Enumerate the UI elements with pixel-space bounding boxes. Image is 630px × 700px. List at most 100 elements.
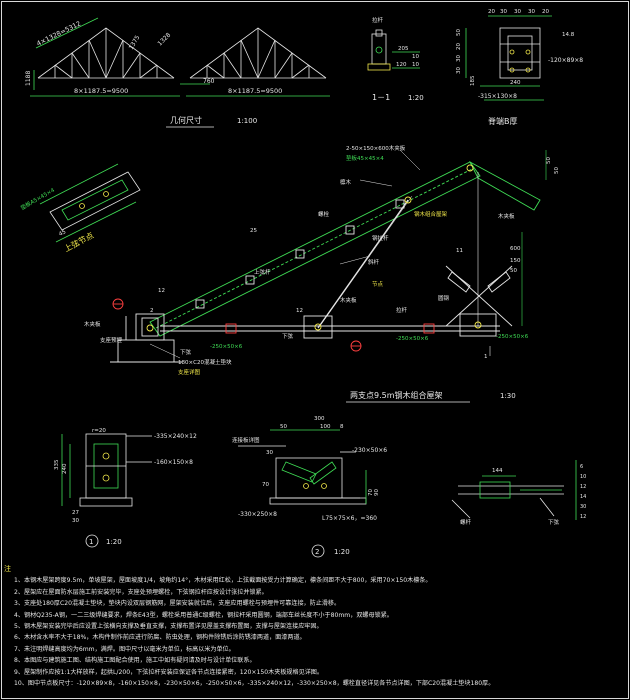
truss-dim-600: 600 — [510, 246, 521, 252]
truss-scale: 1:30 — [500, 392, 516, 400]
truss-dim-150: 150 — [510, 258, 521, 264]
section11-d2: 10 — [412, 54, 419, 60]
geo-dim-inner-1: 1375 — [128, 34, 142, 51]
detail2-angle: L75×75×6，=360 — [322, 515, 377, 522]
detail-3 — [451, 460, 577, 520]
detail2-marker — [311, 544, 325, 558]
note-line: 2、屋架应在屋面防水层施工前安装完毕，支座处预埋螺栓，下弦钢拉杆应按设计张拉并锁… — [14, 588, 268, 596]
truss-dim-50b: 50 — [554, 167, 560, 174]
geo-dim-bottom-left: 8×1187.5=9500 — [74, 87, 128, 95]
truss-label-bolt: 螺栓 — [318, 210, 330, 218]
section11-scale: 1:20 — [408, 94, 424, 102]
section11-d4: 10 — [412, 62, 419, 68]
section11-top-label: 拉杆 — [372, 16, 384, 24]
truss-label-top-r: 木夹板 — [498, 212, 515, 220]
detail3-dim: 6 — [580, 464, 583, 470]
detail3-dim: 12 — [580, 514, 586, 520]
detail2-dim-70: 70 — [368, 489, 374, 496]
main-truss — [110, 149, 547, 363]
detail3-dim: 12 — [580, 484, 586, 490]
detail1-dim-27: 27 — [72, 510, 79, 516]
truss-dim-11: 11 — [456, 248, 463, 254]
detail3-dim: 10 — [580, 474, 586, 480]
truss-label-steel: 钢拉杆 — [372, 234, 389, 242]
truss-label-support: 支座详图 — [178, 368, 201, 376]
note-line: 7、未注明焊缝高度均为6mm，满焊。图中尺寸以毫米为单位，标高以米为单位。 — [14, 645, 235, 653]
detail3-dim-144: 144 — [492, 468, 503, 474]
truss-note-1: 2-50×150×600木夹板 — [346, 144, 406, 152]
detail2-dim-100: 100 — [320, 424, 331, 430]
note-line: 9、屋架制作应按1:1大样放样，起拱L/200，下弦拉杆安装应保证各节点连接紧密… — [14, 668, 323, 676]
detail1-scale: 1:20 — [106, 538, 122, 546]
truss-dim-50a: 50 — [546, 157, 552, 164]
detail-2 — [238, 429, 367, 505]
geometry-diagram — [30, 17, 330, 97]
geo-dim-bottom-right: 8×1187.5=9500 — [228, 87, 282, 95]
ridge-dim-top: 30 — [514, 9, 521, 15]
detail3-dim: 14 — [580, 494, 586, 500]
section-1-1 — [367, 29, 420, 71]
ridge-detail — [465, 15, 552, 101]
truss-label-cbt: 拉杆 — [396, 306, 408, 314]
upper-chord-detail — [39, 163, 141, 243]
detail2-dim-8: 8 — [340, 424, 344, 430]
truss-label-d: 斜杆 — [368, 258, 380, 266]
detail1-plate-a: -335×240×12 — [154, 433, 197, 440]
truss-label-chord: 下弦 — [180, 348, 192, 356]
detail2-conn: 连接板详图 — [232, 436, 260, 444]
detail2-bot-plate: -330×250×8 — [238, 511, 277, 518]
truss-dim-25: 25 — [250, 228, 257, 234]
geo-dim-height: 1188 — [25, 71, 32, 86]
ridge-dim-185: 185 — [470, 75, 476, 86]
detail2-number: 2 — [315, 548, 319, 556]
section11-d3: 120 — [396, 62, 407, 68]
detail2-dim-30: 30 — [266, 450, 273, 456]
ridge-dim-1: 14.8 — [562, 32, 575, 38]
detail1-dim-30: 30 — [72, 518, 79, 524]
truss-label-anchor: 支座预埋 — [100, 336, 123, 344]
ridge-plate-1: -120×89×8 — [548, 57, 583, 64]
geo-dim-top: 4×1328=5312 — [35, 20, 82, 48]
truss-label-mid: 节点 — [372, 280, 384, 288]
note-line: 6、木材含水率不大于18%，木构件制作前应进行防腐、防虫处理，钢构件除锈后涂防锈… — [14, 634, 306, 642]
geometry-title: 几何尺寸 — [170, 115, 202, 125]
ridge-dim-left: 50 — [456, 29, 462, 36]
section11-title: 1－1 — [372, 93, 390, 102]
truss-dim-2: 2 — [150, 308, 154, 314]
detail3-label-right: 下弦 — [548, 518, 560, 526]
section11-d1: 205 — [398, 46, 409, 52]
note-line: 1、本钢木屋架跨度9.5m，单坡屋架，屋面坡度1/4，坡角约14°，木材采用红松… — [14, 577, 432, 585]
truss-dim-1b: 1 — [484, 354, 488, 360]
truss-label-r2: 钢木组合屋架 — [414, 210, 448, 218]
note-line: 10、图中节点板尺寸：-120×89×8，-160×150×8，-230×50×… — [14, 680, 495, 688]
detail2-dim-300: 300 — [314, 416, 325, 422]
truss-label-upper: 上弦杆 — [254, 268, 271, 276]
detail2-dim-70b: 70 — [262, 482, 269, 488]
detail3-dims: 6 10 12 14 30 12 — [580, 464, 586, 520]
detail1-plate-b: -160×150×8 — [154, 459, 193, 466]
detail1-dim-240: 240 — [62, 463, 68, 474]
notes-heading: 注 — [4, 565, 11, 573]
truss-dim-12b: 12 — [296, 308, 303, 314]
truss-dim-50: 50 — [510, 268, 517, 274]
detail2-dim-50: 50 — [280, 424, 287, 430]
ridge-dim-top: 20 — [542, 9, 549, 15]
upper-detail-dim: 45 — [58, 229, 67, 238]
note-line: 4、钢材Q235-A钢，一二三级焊缝要求，焊条E43型，螺栓采用普通C级螺栓，钢… — [14, 611, 393, 619]
ridge-dim-left: 30 — [456, 55, 462, 62]
detail3-label-left: 螺杆 — [460, 518, 472, 526]
ridge-dim-top: 20 — [488, 9, 495, 15]
note-line: 5、钢木屋架安装完毕后应设置上弦横向支撑及垂直支撑，支撑布置详见屋盖支撑布置图，… — [14, 623, 323, 631]
geometry-scale: 1:100 — [237, 117, 257, 125]
geo-dim-760: 760 — [203, 78, 215, 85]
truss-label-trim: 下弦 — [282, 332, 294, 340]
detail-1 — [61, 433, 152, 507]
ridge-dim-top: 30 — [528, 9, 535, 15]
ridge-dim-left: 20 — [456, 43, 462, 50]
detail1-number: 1 — [89, 538, 93, 546]
truss-label-sub: 木夹板 — [340, 296, 357, 304]
ridge-dim-240: 240 — [510, 80, 521, 86]
